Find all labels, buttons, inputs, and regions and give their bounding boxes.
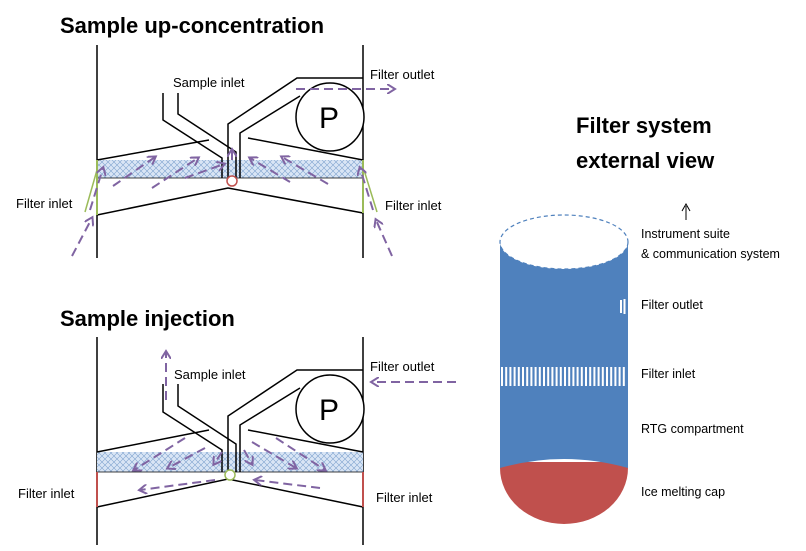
top-arrow-left-flow3 [184,164,224,179]
top-flow-arrows [71,89,394,257]
external-view-title-line1: Filter system [576,113,712,138]
ice-melting-cap-label: Ice melting cap [641,485,725,499]
external-view-title-line2: external view [576,148,715,173]
bottom-title: Sample injection [60,306,235,331]
instrument-suite-label-1: Instrument suite [641,227,730,241]
bottom-arrow-down-left [214,451,223,464]
bottom-arrow-down-right [243,449,252,464]
top-right-inlet-leader [363,169,378,213]
top-arrow-right-flow2 [282,157,329,185]
top-arrow-left-flow1 [112,157,155,187]
top-diagram: Sample up-concentration P [16,13,442,258]
bottom-diagram: Sample injection P Sample inlet Filter o… [18,306,456,545]
instrument-pointer-head [681,202,691,212]
probe-top [499,214,629,270]
bottom-filter-inlet-left-label: Filter inlet [18,486,75,501]
top-chamber-outline [96,137,364,216]
bottom-arrow-right-bottom [255,480,321,489]
bottom-arrow-left-flow1 [168,447,206,468]
top-filter-mesh [97,160,363,178]
top-pump [295,82,365,152]
top-filter-outlet-label: Filter outlet [370,67,435,82]
top-arrow-right-flow1 [250,158,291,183]
top-sample-inlet-label: Sample inlet [173,75,245,90]
top-title: Sample up-concentration [60,13,324,38]
bottom-arrow-right-flow2 [275,437,325,470]
top-filter-inlet-left-label: Filter inlet [16,196,73,211]
filter-outlet-slots [620,299,626,314]
probe-body [500,242,628,468]
top-left-inlet-leader [84,169,98,213]
top-valve [226,175,238,187]
bottom-flow-arrows [134,352,456,490]
ext-filter-inlet-label: Filter inlet [641,367,696,381]
bottom-filter-inlet-right-label: Filter inlet [376,490,433,505]
top-arrow-right-intake [376,220,393,257]
bottom-pump [295,374,365,444]
external-view: Filter system external view Instrument s… [499,113,780,524]
bottom-filter-outlet-label: Filter outlet [370,359,435,374]
bottom-arrow-left-flow2 [134,437,186,470]
ext-filter-outlet-label: Filter outlet [641,298,703,312]
bottom-valve [224,469,236,481]
instrument-suite-label-2: & communication system [641,247,780,261]
top-pump-label: P [319,102,339,135]
top-arrow-left-flow2 [151,158,198,189]
top-arrow-left-up [89,168,103,211]
bottom-pump-label: P [319,394,339,427]
bottom-arrow-left-bottom [140,479,216,490]
bottom-sample-inlet-label: Sample inlet [174,367,246,382]
bottom-arrow-right-flow1 [251,441,296,468]
bottom-outlet-tube [227,369,363,472]
filter-inlet-slots [501,367,625,386]
top-arrow-left-intake [71,218,92,257]
top-filter-inlet-right-label: Filter inlet [385,198,442,213]
ice-melting-cap [500,462,628,524]
top-arrow-right-up [360,168,374,211]
rtg-compartment-label: RTG compartment [641,422,744,436]
